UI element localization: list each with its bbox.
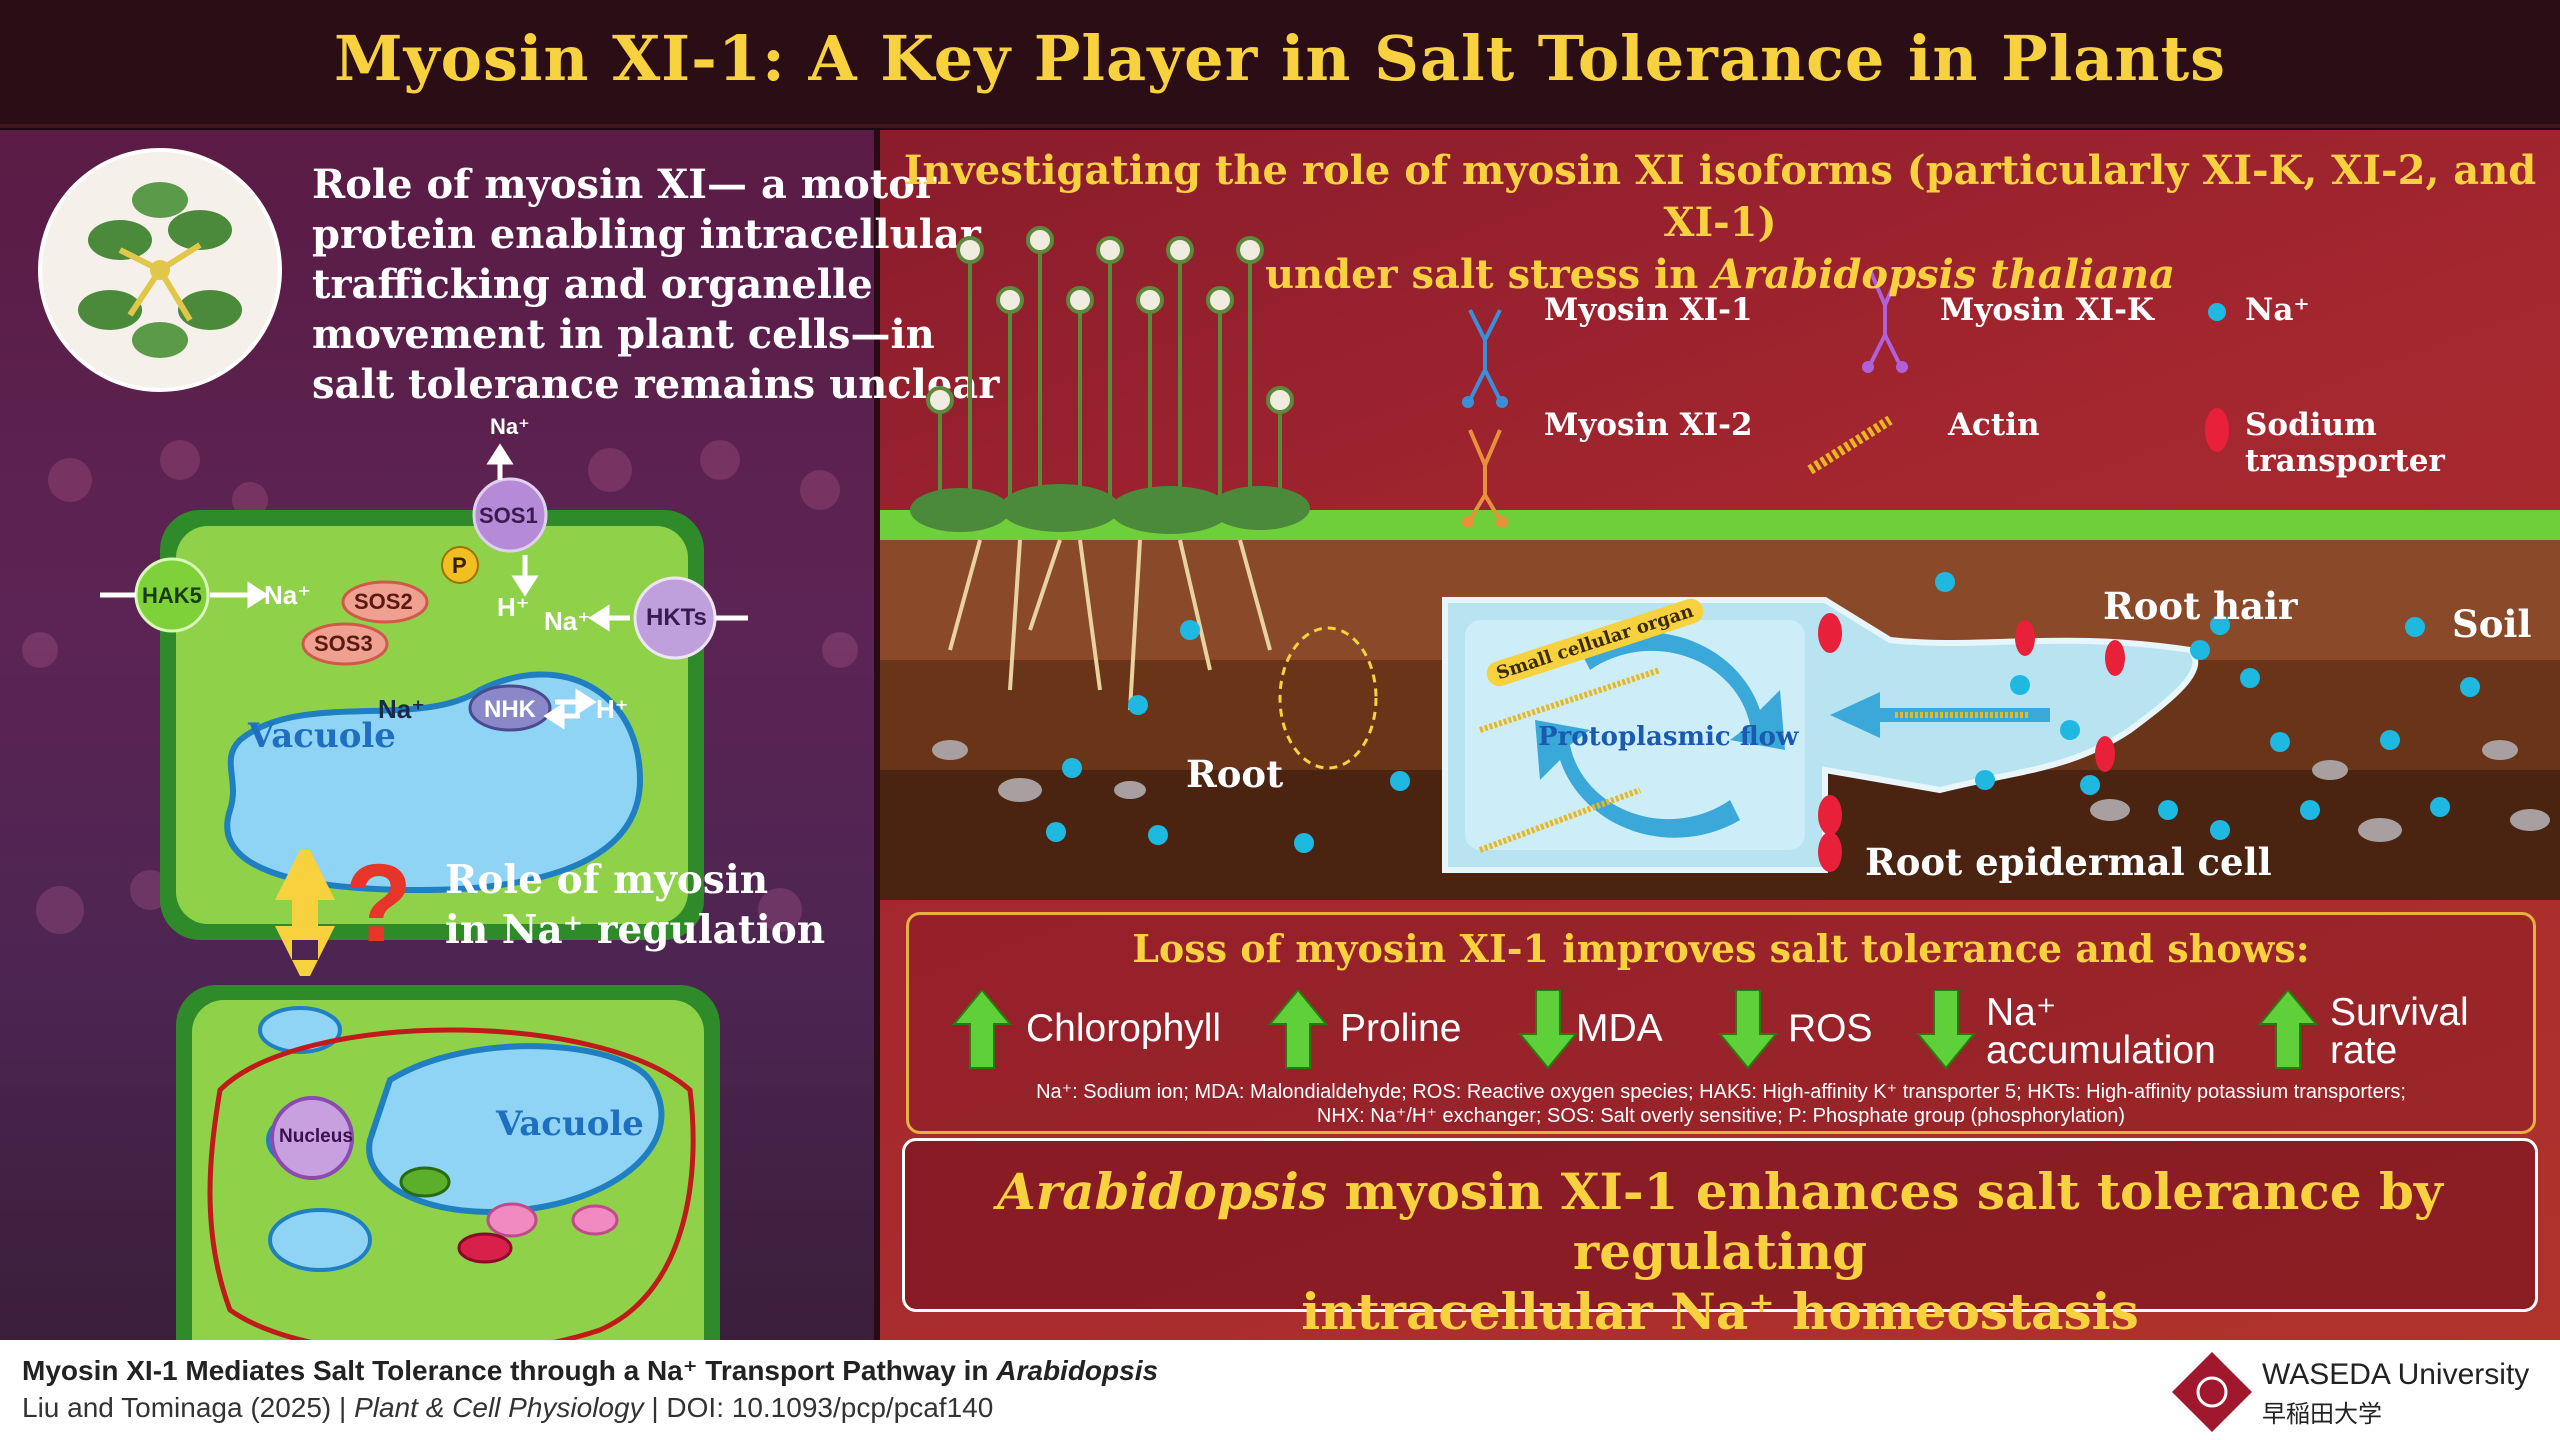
footer-bar xyxy=(0,1340,2560,1440)
soil-stone-icons xyxy=(932,740,2550,842)
legend-myosin-xi1-icon xyxy=(1462,309,1508,408)
footer-citation: Liu and Tominaga (2025) | Plant & Cell P… xyxy=(22,1392,994,1423)
sos1-protein-icon xyxy=(472,477,548,553)
role-intro-l5: salt tolerance remains unclear xyxy=(312,361,1000,408)
nhk-label: NHK xyxy=(484,696,536,723)
na-left-label: Na⁺ xyxy=(264,580,311,610)
role-na-l2: in Na⁺ regulation xyxy=(445,907,826,953)
main-title: Myosin XI-1: A Key Player in Salt Tolera… xyxy=(333,22,2227,95)
conclusion-text: Arabidopsis myosin XI-1 enhances salt to… xyxy=(902,1162,2538,1342)
sos2-label: SOS2 xyxy=(354,589,413,614)
na-right-label: Na⁺ xyxy=(544,606,591,636)
h-top-label: H⁺ xyxy=(497,592,530,622)
role-intro-l2: protein enabling intracellular xyxy=(312,211,981,258)
phosphate-label: P xyxy=(452,553,467,578)
sodium-transporter-icons xyxy=(1818,613,2125,872)
role-na-l1: Role of myosin xyxy=(445,857,769,903)
abbreviations-note: Na⁺: Sodium ion; MDA: Malondialdehyde; R… xyxy=(1036,1081,2406,1127)
header-bar xyxy=(0,0,2560,128)
result-mda: MDA xyxy=(1576,1007,1663,1050)
role-intro-l4: movement in plant cells—in xyxy=(312,311,935,358)
legend-transporter-label: Sodium transporter xyxy=(2245,407,2445,479)
legend-xi1-label: Myosin XI-1 xyxy=(1544,292,1753,328)
root-label: Root xyxy=(1186,752,1284,796)
plant-cell-myosin-trafficking xyxy=(176,985,720,1340)
conclusion-line1: Arabidopsis myosin XI-1 enhances salt to… xyxy=(997,1162,2443,1281)
legend-sodium-transporter-icon xyxy=(2205,408,2229,452)
nucleus-icon xyxy=(270,1096,354,1180)
sos2-protein-icon xyxy=(341,580,429,624)
double-arrow-icon xyxy=(275,850,335,976)
left-illustration xyxy=(22,148,858,1340)
panel-divider xyxy=(874,130,880,1340)
legend-xi2-label: Myosin XI-2 xyxy=(1544,407,1753,443)
survival-up-arrow-icon xyxy=(2257,990,2319,1069)
vacuole-label-bottom: Vacuole xyxy=(496,1104,644,1144)
nucleus-label: Nucleus xyxy=(279,1126,353,1147)
result-ros: ROS xyxy=(1788,1007,1873,1050)
conclusion-line2: intracellular Na⁺ homeostasis xyxy=(1301,1282,2139,1341)
soil-label: Soil xyxy=(2452,602,2532,646)
sos1-label: SOS1 xyxy=(479,503,538,528)
mda-down-arrow-icon xyxy=(1517,990,1579,1070)
result-proline: Proline xyxy=(1340,1007,1462,1050)
sos3-label: SOS3 xyxy=(314,631,373,656)
hkts-label: HKTs xyxy=(646,604,707,631)
legend-myosin-xik-icon xyxy=(1862,269,1908,373)
na-accumulation-down-arrow-icon xyxy=(1915,990,1977,1070)
legend-na-icon xyxy=(2208,303,2226,321)
waseda-logo-icon xyxy=(2172,1352,2252,1432)
nhk-protein-icon xyxy=(468,684,552,732)
root-system-icon xyxy=(948,539,1272,711)
role-intro-l1: Role of myosin XI— a motor xyxy=(312,161,937,208)
sos3-protein-icon xyxy=(301,622,389,666)
root-zoom-circle xyxy=(1278,626,1378,770)
waseda-university-japanese: 早稲田大学 xyxy=(2262,1400,2382,1428)
root-epidermal-label: Root epidermal cell xyxy=(1865,840,2272,884)
investigation-title-line1: Investigating the role of myosin XI isof… xyxy=(903,147,2537,246)
legend-actin-label: Actin xyxy=(1948,407,2040,443)
legend-xik-label: Myosin XI-K xyxy=(1940,292,2154,328)
hak5-label: HAK5 xyxy=(142,583,202,608)
rosette-plant-icon xyxy=(38,148,282,392)
question-mark-icon: ? xyxy=(345,842,413,965)
h-vacuole-label: H⁺ xyxy=(596,694,629,724)
protoplasmic-flow-label: Protoplasmic flow xyxy=(1538,722,1799,752)
phosphate-icon xyxy=(441,546,479,584)
result-chlorophyll: Chlorophyll xyxy=(1026,1007,1222,1050)
proline-up-arrow-icon xyxy=(1267,990,1329,1069)
waseda-university-name: WASEDA University xyxy=(2262,1358,2530,1391)
rosette-leaves xyxy=(910,484,1310,534)
investigation-title-line2: under salt stress in Arabidopsis thalian… xyxy=(1264,251,2176,298)
results-title: Loss of myosin XI-1 improves salt tolera… xyxy=(1132,926,2310,971)
vacuole-label-top: Vacuole xyxy=(248,716,396,756)
legend-myosin-xi2-icon xyxy=(1462,429,1508,528)
root-epidermal-cell xyxy=(1442,597,2199,873)
investigation-title: Investigating the role of myosin XI isof… xyxy=(900,145,2540,301)
soil-root-illustration xyxy=(880,226,2560,900)
conclusion-box xyxy=(902,1138,2538,1312)
actin-filament-icons xyxy=(1478,667,2030,853)
footer-paper-title: Myosin XI-1 Mediates Salt Tolerance thro… xyxy=(22,1355,1159,1386)
na-ion-icons xyxy=(1046,572,2480,853)
result-arrows xyxy=(951,990,2319,1070)
root-hair-label: Root hair xyxy=(2103,584,2298,628)
plant-cell-ion-transport xyxy=(160,510,704,940)
na-top-label: Na⁺ xyxy=(490,414,530,439)
na-vacuole-label: Na⁺ xyxy=(378,694,425,724)
legend-actin-icon xyxy=(1807,415,1893,475)
role-intro-l3: trafficking and organelle xyxy=(312,261,873,308)
legend-na-label: Na⁺ xyxy=(2245,292,2310,328)
ion-flow-arrows xyxy=(100,443,748,730)
chlorophyll-up-arrow-icon xyxy=(951,990,1013,1069)
chloroplast-icon xyxy=(399,1166,451,1198)
result-na-accumulation: Na⁺accumulation xyxy=(1986,991,2216,1072)
ros-down-arrow-icon xyxy=(1717,990,1779,1070)
